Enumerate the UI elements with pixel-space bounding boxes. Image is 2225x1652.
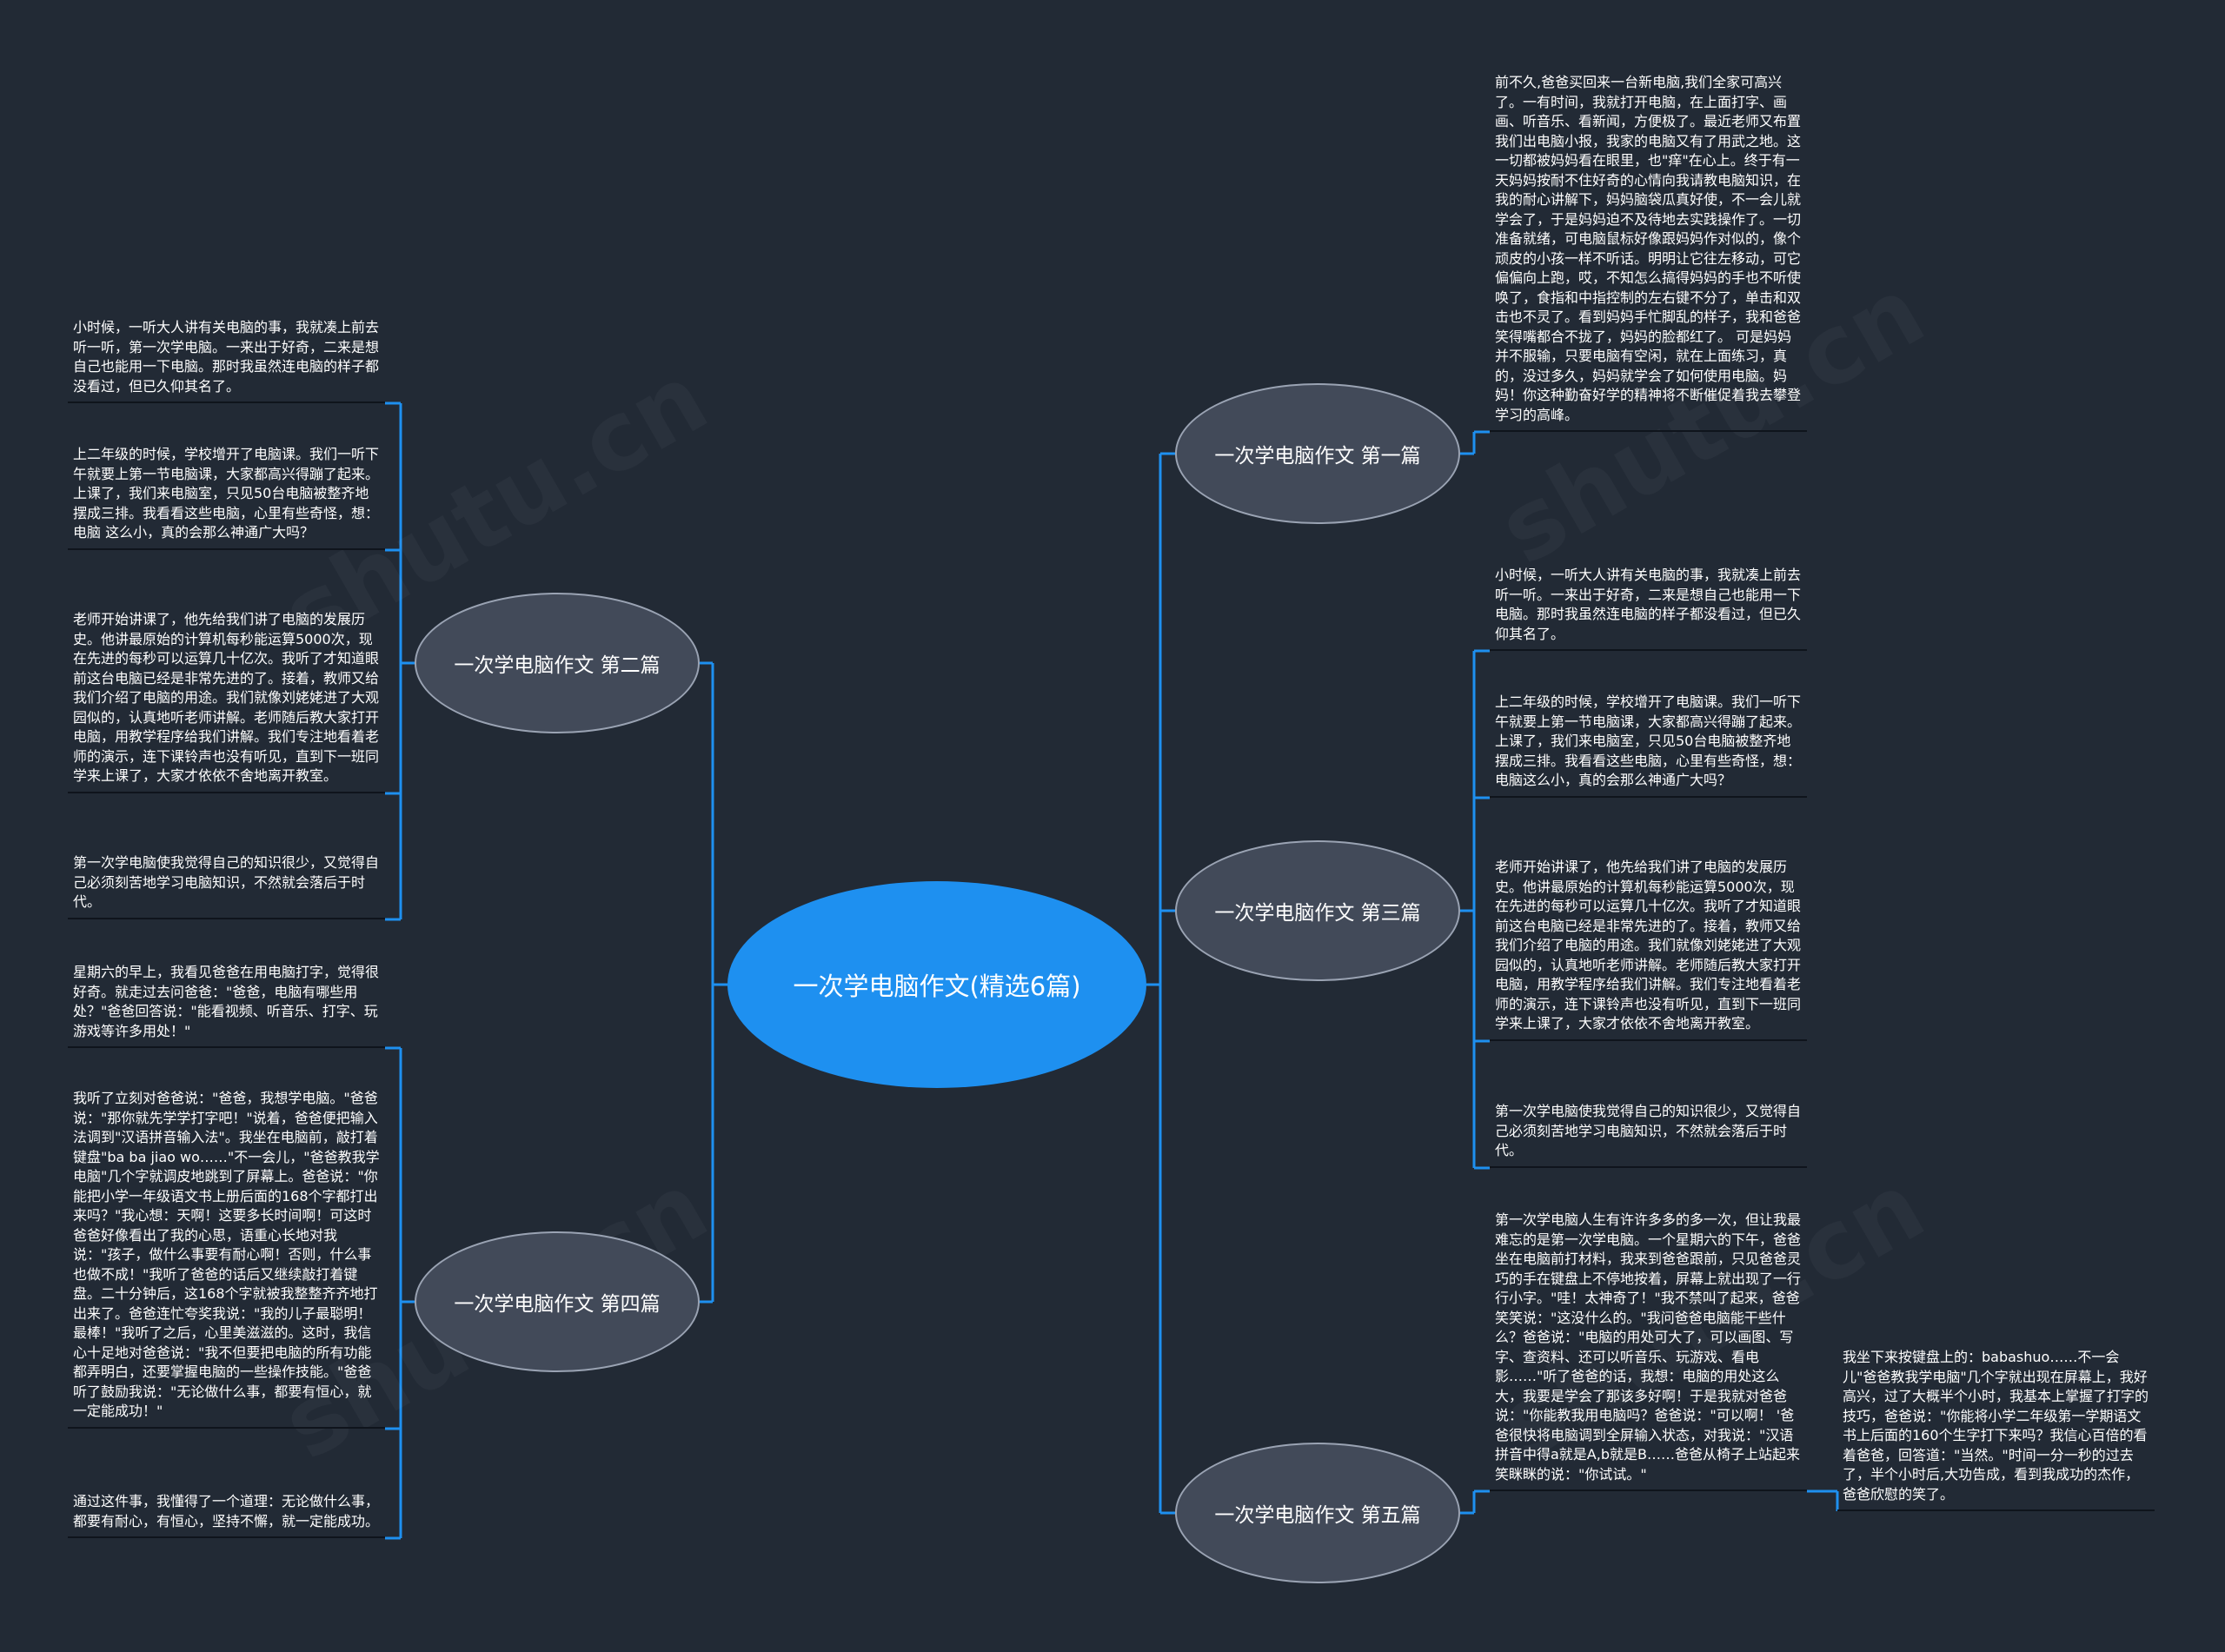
leaf-text: 我听了立刻对爸爸说："爸爸，我想学电脑。"爸爸说："那你就先学学打字吧！"说着，…: [68, 1089, 385, 1429]
leaf-text: 上二年级的时候，学校增开了电脑课。我们一听下午就要上第一节电脑课，大家都高兴得蹦…: [1490, 693, 1807, 798]
leaf-text: 老师开始讲课了，他先给我们讲了电脑的发展历史。他讲最原始的计算机每秒能运算500…: [68, 610, 385, 793]
branch-topic-5[interactable]: 一次学电脑作文 第五篇: [1175, 1443, 1460, 1583]
branch-topic-1[interactable]: 一次学电脑作文 第一篇: [1175, 383, 1460, 524]
subleaf-text: 我坐下来按键盘上的：babashuo……不一会儿"爸爸教我学电脑"几个字就出现在…: [1837, 1348, 2155, 1511]
branch-topic-2[interactable]: 一次学电脑作文 第二篇: [415, 593, 700, 733]
leaf-text: 第一次学电脑人生有许许多多的多一次，但让我最难忘的是第一次学电脑。一个星期六的下…: [1490, 1211, 1807, 1491]
branch-topic-4[interactable]: 一次学电脑作文 第四篇: [415, 1231, 700, 1372]
leaf-text: 小时候，一听大人讲有关电脑的事，我就凑上前去听一听。一来出于好奇，二来是想自己也…: [1490, 566, 1807, 651]
leaf-text: 星期六的早上，我看见爸爸在用电脑打字，觉得很好奇。就走过去问爸爸："爸爸，电脑有…: [68, 963, 385, 1048]
leaf-text: 上二年级的时候，学校增开了电脑课。我们一听下午就要上第一节电脑课，大家都高兴得蹦…: [68, 445, 385, 550]
leaf-text: 第一次学电脑使我觉得自己的知识很少，又觉得自己必须刻苦地学习电脑知识，不然就会落…: [1490, 1102, 1807, 1168]
leaf-text: 小时候，一听大人讲有关电脑的事，我就凑上前去听一听，第一次学电脑。一来出于好奇，…: [68, 318, 385, 403]
leaf-text: 第一次学电脑使我觉得自己的知识很少，又觉得自己必须刻苦地学习电脑知识，不然就会落…: [68, 853, 385, 919]
leaf-text: 通过这件事，我懂得了一个道理：无论做什么事，都要有耐心，有恒心，坚持不懈，就一定…: [68, 1492, 385, 1538]
branch-topic-3[interactable]: 一次学电脑作文 第三篇: [1175, 840, 1460, 981]
root-topic[interactable]: 一次学电脑作文(精选6篇): [727, 881, 1146, 1088]
leaf-text: 老师开始讲课了，他先给我们讲了电脑的发展历史。他讲最原始的计算机每秒能运算500…: [1490, 858, 1807, 1041]
leaf-text: 前不久,爸爸买回来一台新电脑,我们全家可高兴了。一有时间，我就打开电脑，在上面打…: [1490, 73, 1807, 432]
